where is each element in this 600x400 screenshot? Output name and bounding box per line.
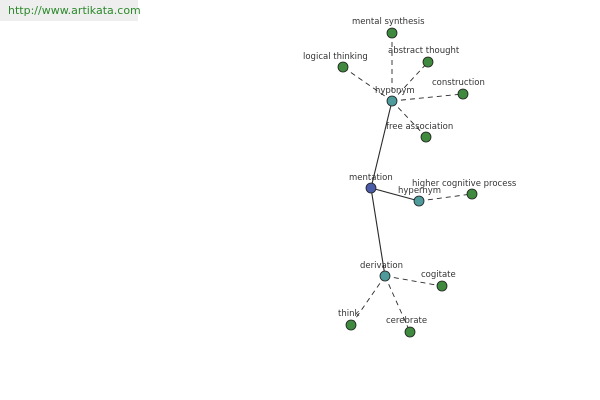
node-construction[interactable]	[457, 88, 469, 100]
node-label-think: think	[338, 309, 359, 319]
node-label-hypernym: hypernym	[398, 186, 441, 196]
nodes-layer	[337, 27, 478, 338]
edge-hyponym-construction	[391, 93, 464, 102]
node-label-mentation: mentation	[349, 173, 393, 183]
node-think[interactable]	[345, 319, 357, 331]
node-cerebrate[interactable]	[404, 326, 416, 338]
edge-derivation-think	[350, 275, 386, 326]
node-label-mental-synthesis: mental synthesis	[352, 17, 425, 27]
edge-mentation-hyponym	[370, 100, 393, 189]
labels-layer: mentation hyponym hypernym derivation mental…	[303, 17, 517, 326]
node-label-cerebrate: cerebrate	[386, 316, 427, 326]
node-label-free-association: free association	[386, 122, 453, 132]
node-label-hyponym: hyponym	[375, 86, 415, 96]
edge-hyponym-logical-thinking	[342, 66, 393, 102]
edge-mentation-derivation	[370, 187, 386, 277]
node-mentation[interactable]	[365, 182, 377, 194]
node-free-association[interactable]	[420, 131, 432, 143]
node-label-abstract-thought: abstract thought	[388, 46, 460, 56]
node-label-cogitate: cogitate	[421, 270, 456, 280]
node-label-logical-thinking: logical thinking	[303, 52, 368, 62]
node-label-higher-cognitive-process: higher cognitive process	[412, 179, 517, 189]
node-abstract-thought[interactable]	[422, 56, 434, 68]
node-mental-synthesis[interactable]	[386, 27, 398, 39]
edge-mentation-hypernym	[370, 187, 420, 202]
edges-layer	[342, 33, 473, 333]
node-cogitate[interactable]	[436, 280, 448, 292]
source-link[interactable]: http://www.artikata.com	[0, 0, 141, 21]
node-label-derivation: derivation	[360, 261, 403, 271]
node-logical-thinking[interactable]	[337, 61, 349, 73]
node-higher-cognitive-process[interactable]	[466, 188, 478, 200]
edge-derivation-cerebrate	[384, 275, 411, 333]
node-label-construction: construction	[432, 78, 485, 88]
edge-derivation-cogitate	[384, 275, 443, 287]
node-hypernym[interactable]	[413, 195, 425, 207]
node-hyponym[interactable]	[386, 95, 398, 107]
node-derivation[interactable]	[379, 270, 391, 282]
